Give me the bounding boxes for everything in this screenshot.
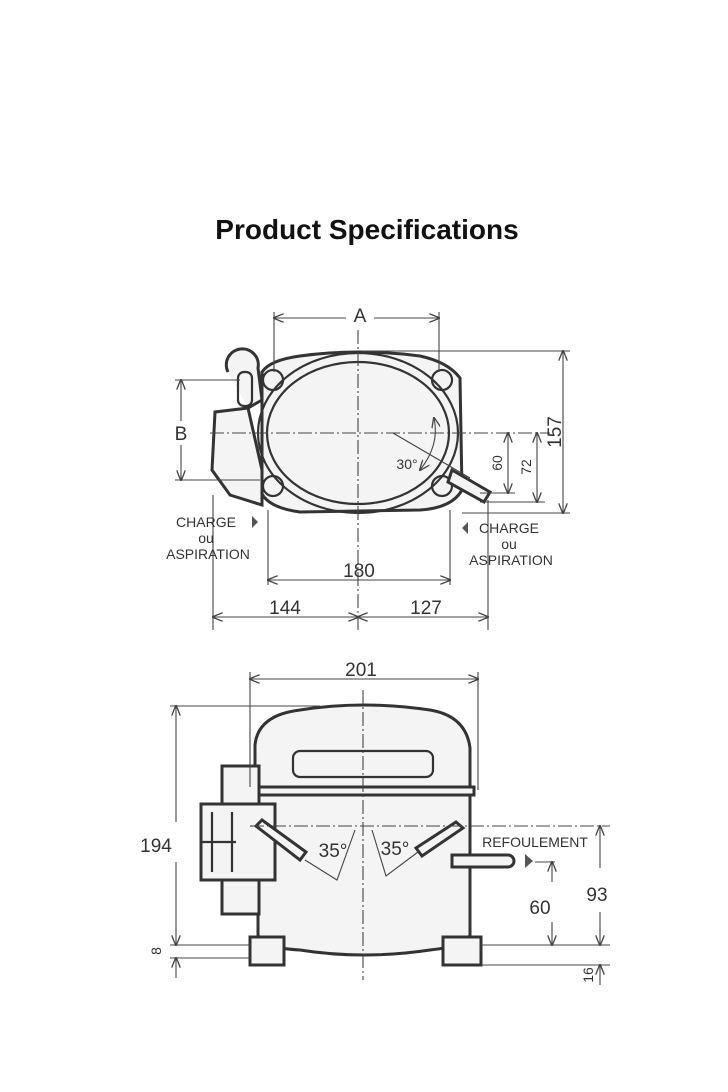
right-port-line1: CHARGE <box>479 520 539 536</box>
lower-body <box>256 793 472 957</box>
page-title: Product Specifications <box>215 214 519 245</box>
discharge-tube <box>450 853 516 869</box>
dim-b-label: B <box>175 424 188 445</box>
height-60-label: 60 <box>489 455 505 471</box>
height-194-label: 194 <box>140 836 172 857</box>
side-view: 201 194 8 35° 35° REFOULEMENT 93 60 16 <box>140 660 610 985</box>
height-72-label: 72 <box>518 459 534 475</box>
height-93-label: 93 <box>586 885 607 906</box>
angle-right-label: 35° <box>381 839 410 860</box>
arrow-icon <box>252 516 258 528</box>
mount-hole <box>261 368 285 392</box>
right-port-line2: ou <box>501 536 517 552</box>
angle-left-label: 35° <box>319 841 348 862</box>
right-port-line3: ASPIRATION <box>469 552 553 568</box>
height-60-label: 60 <box>529 898 550 919</box>
arrow-icon <box>525 854 533 868</box>
left-port-line2: ou <box>198 530 214 546</box>
base-16-label: 16 <box>580 967 596 983</box>
top-view: A B 157 72 60 30° 180 144 127 CHARGE ou … <box>166 306 570 630</box>
mount-hole <box>430 474 454 498</box>
height-157-label: 157 <box>545 416 566 448</box>
angle-30-label: 30° <box>396 456 417 472</box>
left-port-line3: ASPIRATION <box>166 546 250 562</box>
housing-outline <box>260 350 464 514</box>
offset-127-label: 127 <box>410 598 442 619</box>
foot-left <box>248 935 286 967</box>
foot-right <box>441 935 483 967</box>
mount-hole <box>430 368 454 392</box>
tube-left <box>253 818 309 863</box>
discharge-label: REFOULEMENT <box>482 834 588 850</box>
terminal-box <box>210 347 264 508</box>
width-180-label: 180 <box>343 561 375 582</box>
offset-144-label: 144 <box>269 598 301 619</box>
arrow-icon <box>462 522 468 534</box>
mount-hole <box>261 474 285 498</box>
width-201-label: 201 <box>345 660 377 681</box>
foot-8-label: 8 <box>148 947 164 955</box>
left-port-line1: CHARGE <box>176 514 236 530</box>
dim-a-label: A <box>354 306 367 327</box>
